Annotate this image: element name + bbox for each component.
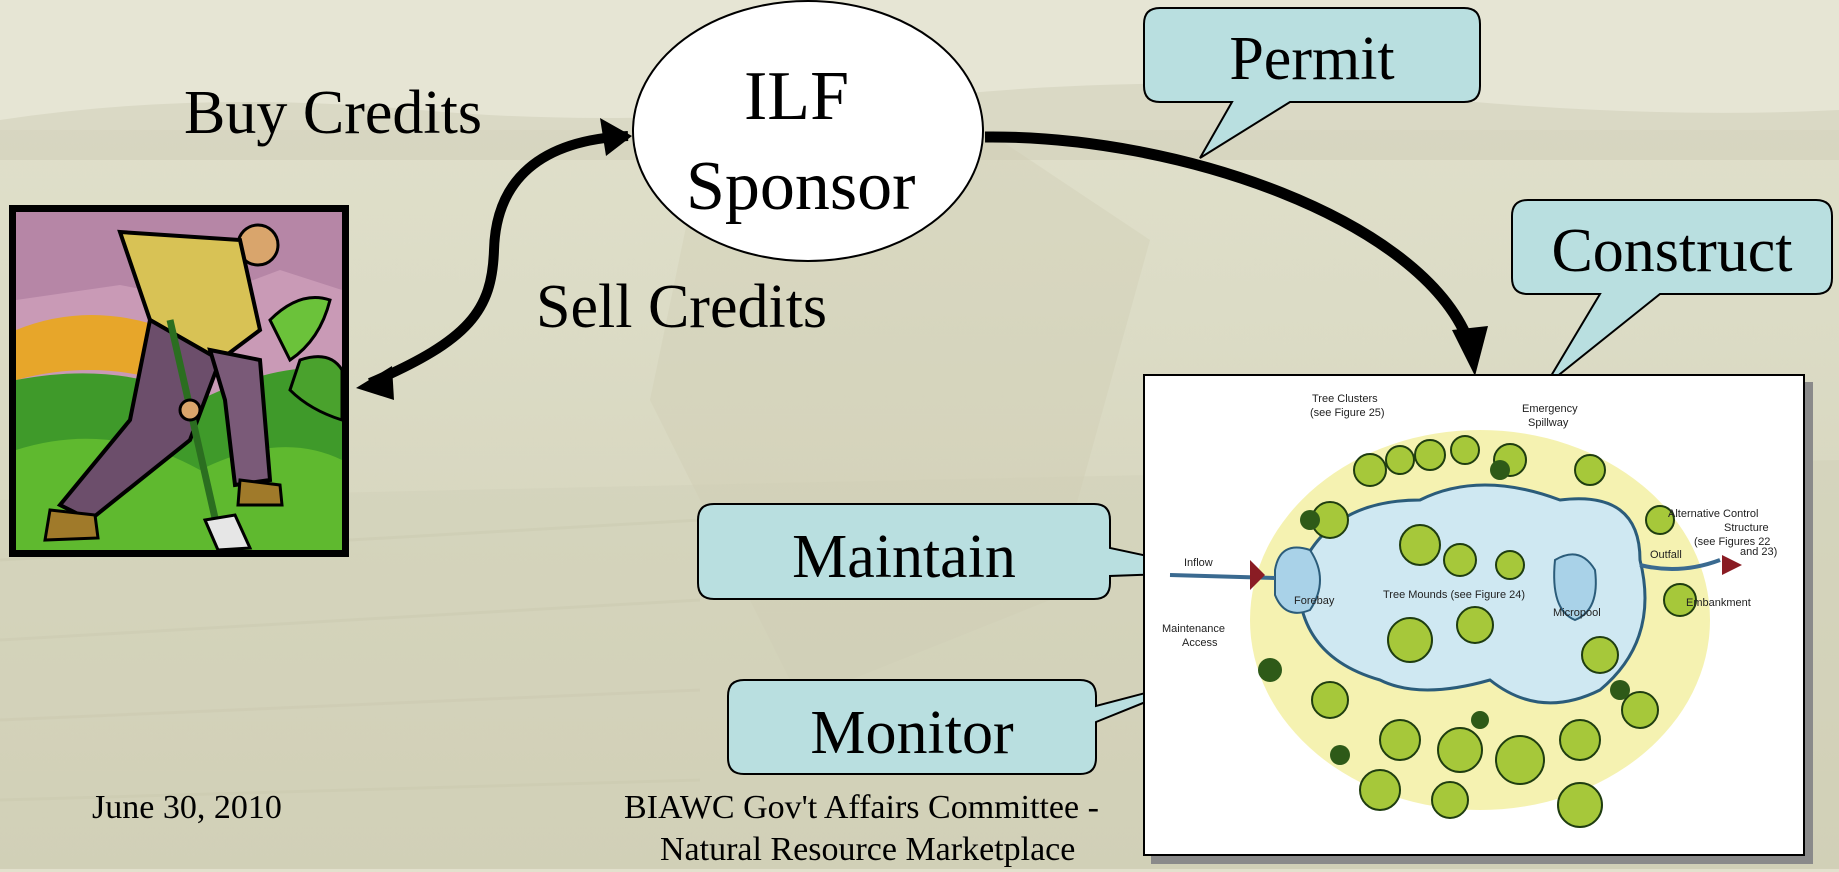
maintain-callout [697, 503, 1223, 600]
pond-label: Tree Mounds (see Figure 24) [1383, 589, 1525, 601]
pond-label: Tree Clusters [1312, 393, 1378, 405]
permit-callout-text: Permit [1229, 25, 1395, 93]
ilf-sponsor-line2: Sponsor [686, 148, 916, 225]
pond-label: Access [1182, 637, 1218, 649]
pond-label: Inflow [1184, 557, 1213, 569]
ilf-sponsor-ellipse [632, 0, 984, 262]
permit-arrowhead [1452, 326, 1488, 376]
construct-callout-text: Construct [1551, 217, 1793, 285]
pond-label: Structure [1724, 522, 1769, 534]
pond-label: Outfall [1650, 549, 1682, 561]
monitor-callout [727, 675, 1211, 775]
monitor-callout-text: Monitor [810, 699, 1014, 767]
pond-label: Emergency [1522, 403, 1578, 415]
pond-label: (see Figures 22 [1694, 536, 1770, 548]
permit-arrow [984, 131, 1474, 343]
pond-label: Micropool [1553, 607, 1601, 619]
pond-label: (see Figure 25) [1310, 407, 1385, 419]
maintain-callout-text: Maintain [792, 523, 1016, 591]
ilf-sponsor-line1: ILF [744, 58, 849, 135]
pond-label: Alternative Control [1668, 508, 1759, 520]
credits-arrow [368, 131, 629, 388]
credits-arrowhead-top [600, 118, 632, 156]
permit-callout [1143, 7, 1481, 159]
buy-credits-label: Buy Credits [184, 79, 482, 147]
footer-date: June 30, 2010 [92, 789, 282, 826]
footer-org-line2: Natural Resource Marketplace [660, 831, 1076, 868]
construct-callout [1511, 199, 1833, 387]
pond-label: Spillway [1528, 417, 1569, 429]
sell-credits-label: Sell Credits [536, 273, 828, 341]
pond-label: Embankment [1686, 597, 1751, 609]
pond-label: Maintenance [1162, 623, 1225, 635]
pond-label: and 23) [1740, 546, 1777, 558]
credits-arrowhead-bottom [356, 366, 394, 400]
footer-org-line1: BIAWC Gov't Affairs Committee - [624, 789, 1099, 826]
pond-label: Forebay [1294, 595, 1335, 607]
